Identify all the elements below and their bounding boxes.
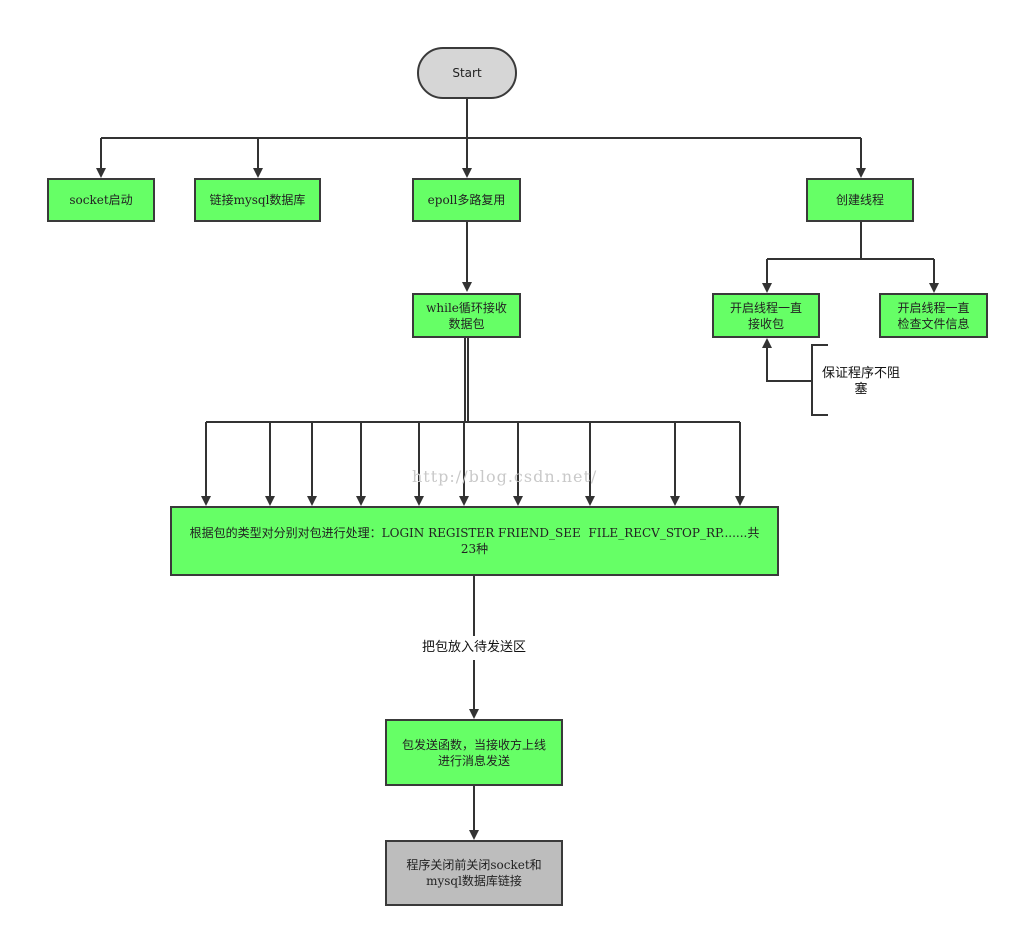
epoll-label: epoll多路复用 (427, 193, 506, 207)
node-thread-recv: 开启线程一直 接收包 (712, 293, 820, 338)
start-label: Start (452, 66, 482, 80)
start-node: Start (417, 47, 517, 99)
node-while-loop: while循环接收 数据包 (412, 293, 521, 338)
process-packet-label: 根据包的类型对分别对包进行处理：LOGIN REGISTER FRIEND_SE… (189, 526, 760, 556)
put-packet-label: 把包放入待发送区 (421, 640, 526, 655)
watermark: http://blog.csdn.net/ (412, 467, 598, 486)
thread-check-label: 开启线程一直 检查文件信息 (897, 300, 970, 331)
node-epoll: epoll多路复用 (412, 178, 521, 222)
non-blocking-annotation: 保证程序不阻 塞 (821, 366, 900, 397)
node-process-packet: 根据包的类型对分别对包进行处理：LOGIN REGISTER FRIEND_SE… (170, 506, 779, 576)
node-thread-check: 开启线程一直 检查文件信息 (879, 293, 988, 338)
node-create-thread: 创建线程 (806, 178, 914, 222)
annotation-bracket (811, 344, 828, 416)
node-link-mysql: 链接mysql数据库 (194, 178, 321, 222)
node-socket-start: socket启动 (47, 178, 155, 222)
thread-recv-label: 开启线程一直 接收包 (729, 300, 802, 331)
arrow-non-blocking (762, 338, 812, 382)
socket-start-label: socket启动 (69, 193, 133, 207)
node-send-function: 包发送函数，当接收方上线 进行消息发送 (385, 719, 563, 786)
while-loop-label: while循环接收 数据包 (426, 300, 507, 331)
node-close-links: 程序关闭前关闭socket和 mysql数据库链接 (385, 840, 563, 906)
send-function-label: 包发送函数，当接收方上线 进行消息发送 (401, 737, 546, 768)
close-links-label: 程序关闭前关闭socket和 mysql数据库链接 (406, 858, 542, 888)
create-thread-label: 创建线程 (835, 193, 884, 207)
link-mysql-label: 链接mysql数据库 (209, 193, 306, 207)
